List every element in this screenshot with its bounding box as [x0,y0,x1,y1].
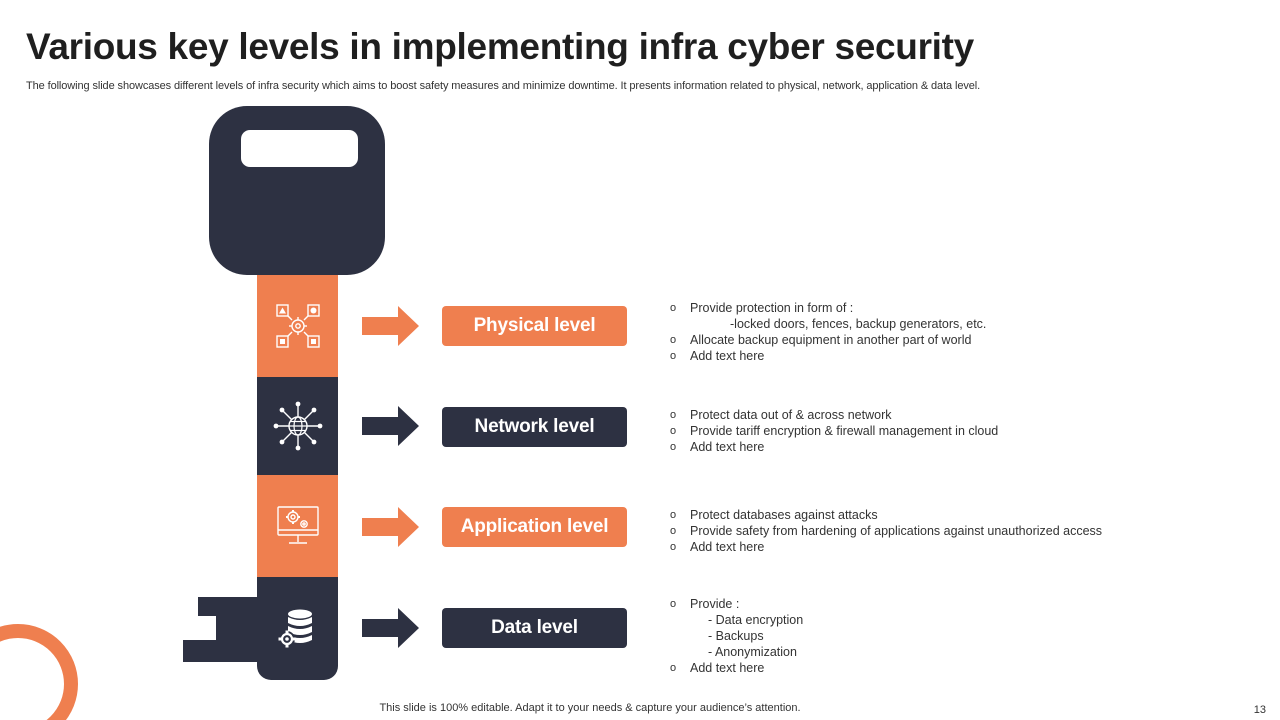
key-segment-physical [257,275,338,377]
bullet-icon: o [670,598,677,610]
bullet-icon: o [670,509,677,521]
key-slot [241,130,358,167]
key-bit [183,640,258,662]
level-label-data: Data level [442,608,627,648]
bullet-icon: o [670,302,677,314]
bullet-icon: o [670,525,677,537]
slide-footer: This slide is 100% editable. Adapt it to… [379,702,801,714]
level-label-network: Network level [442,407,627,447]
bullet-icon: o [670,334,677,346]
arrow-right-icon [362,608,419,648]
arrow-right-icon [362,507,419,547]
slide-subtitle: The following slide showcases different … [26,80,981,92]
description-line: -locked doors, fences, backup generators… [730,317,987,331]
security-grid-icon [275,304,320,348]
key-segment-application [257,475,338,577]
arrow-right-icon [362,306,419,346]
description-line: - Backups [708,629,764,643]
page-number: 13 [1253,704,1266,716]
bullet-icon: o [670,350,677,362]
bullet-icon: o [670,441,677,453]
network-globe-icon [273,401,322,451]
key-segment-network [257,377,338,475]
bullet-icon: o [670,409,677,421]
level-label-physical: Physical level [442,306,627,346]
level-label-application: Application level [442,507,627,547]
bullet-icon: o [670,425,677,437]
key-bit [198,597,258,616]
arrow-right-icon [362,406,419,446]
description-line: - Anonymization [708,645,797,659]
description-line: - Data encryption [708,613,804,627]
slide-title: Various key levels in implementing infra… [26,26,974,67]
key-segment-data [257,577,338,680]
bullet-icon: o [670,541,677,553]
monitor-gear-icon [276,506,319,544]
key-bit [216,616,258,640]
database-gear-icon [278,609,312,647]
bullet-icon: o [670,662,677,674]
